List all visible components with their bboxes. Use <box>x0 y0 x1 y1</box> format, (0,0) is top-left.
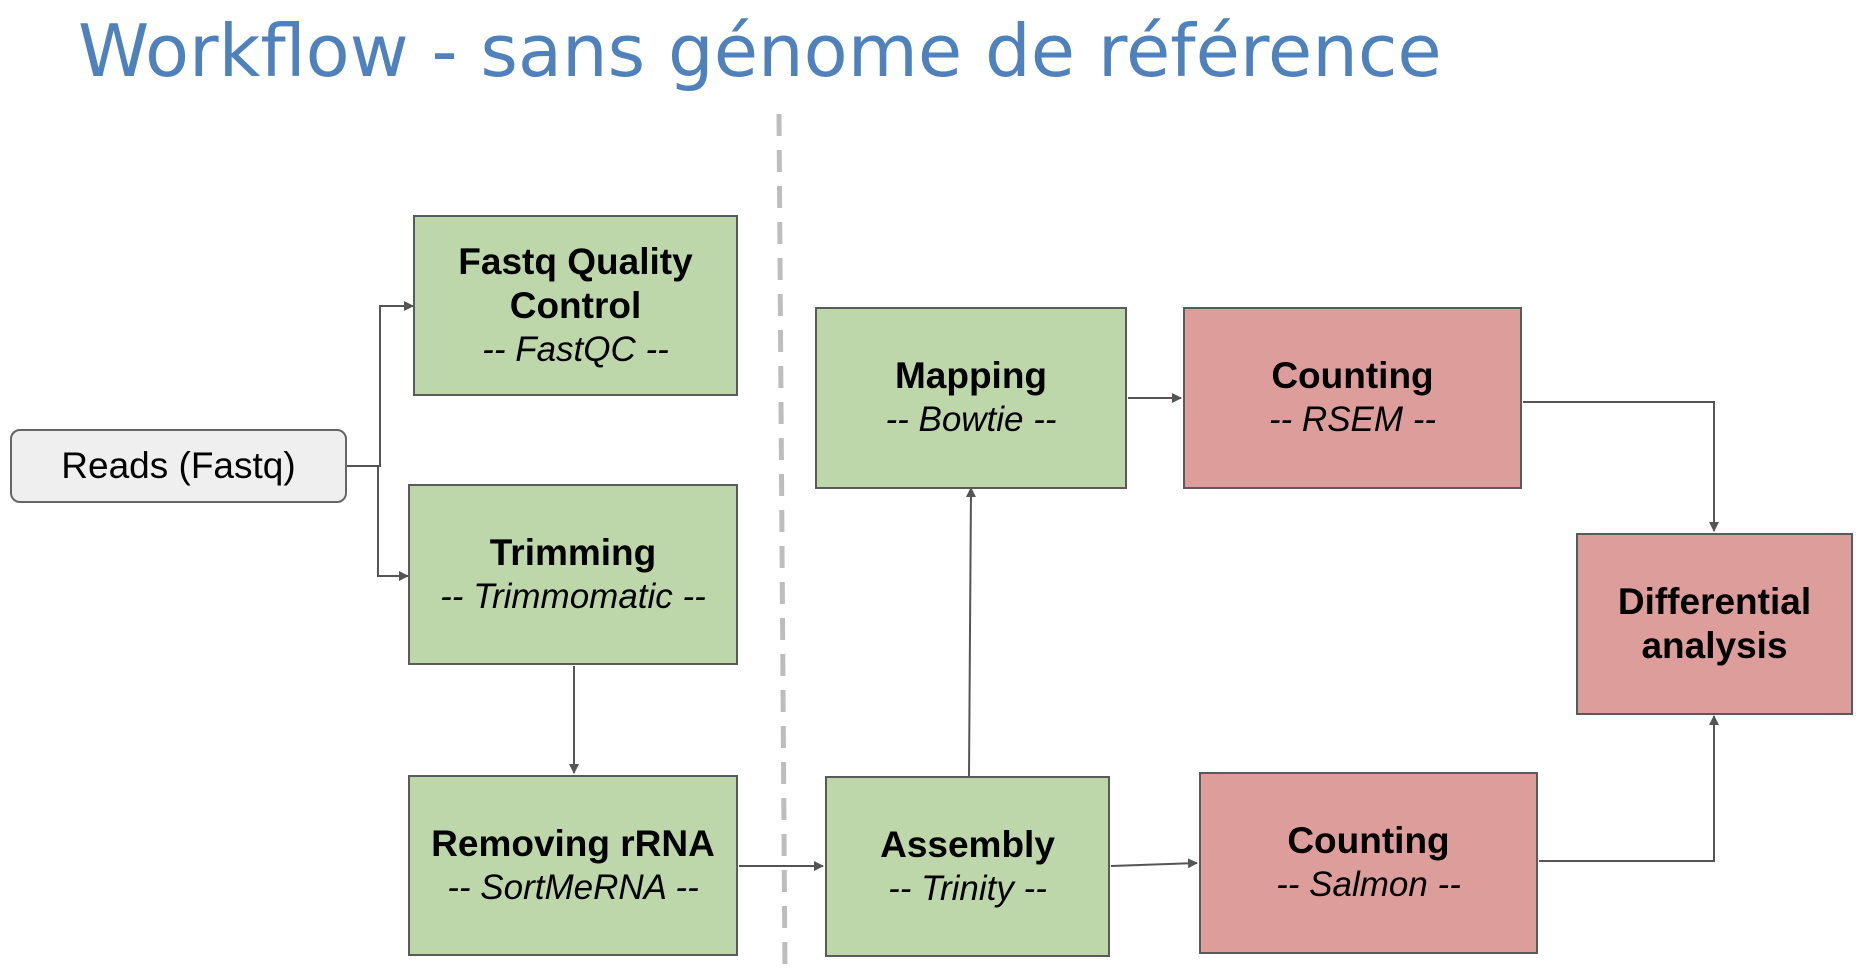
edge-reads-fastqc <box>346 301 414 467</box>
node-reads-label: Reads (Fastq) <box>61 445 296 486</box>
node-counting-salmon-tool: -- Salmon -- <box>1276 865 1461 904</box>
page-title: Workflow - sans génome de référence <box>78 9 1442 93</box>
node-rrna-tool: -- SortMeRNA -- <box>447 867 699 907</box>
node-fastqc-tool: -- FastQC -- <box>482 329 669 369</box>
node-fastqc-label: Fastq Quality Control <box>458 240 693 326</box>
node-counting-salmon: Counting -- Salmon -- <box>1199 772 1538 954</box>
node-trimming-label: Trimming <box>489 531 657 573</box>
edge-assembly-mapping <box>965 487 976 777</box>
edge-assembly-salmon <box>1110 858 1198 869</box>
node-trimming-tool: -- Trimmomatic -- <box>440 576 706 616</box>
node-trimming: Trimming -- Trimmomatic -- <box>408 484 738 665</box>
node-fastqc: Fastq Quality Control -- FastQC -- <box>413 215 738 396</box>
node-rrna: Removing rRNA -- SortMeRNA -- <box>408 775 738 956</box>
node-differential: Differential analysis <box>1576 533 1853 715</box>
node-counting-rsem: Counting -- RSEM -- <box>1183 307 1522 489</box>
node-rrna-label: Removing rRNA <box>431 822 715 864</box>
edge-reads-trimming <box>346 465 409 581</box>
node-counting-rsem-tool: -- RSEM -- <box>1268 400 1437 439</box>
node-mapping: Mapping -- Bowtie -- <box>815 307 1127 489</box>
node-mapping-tool: -- Bowtie -- <box>885 400 1057 439</box>
node-assembly-tool: -- Trinity -- <box>888 868 1047 908</box>
node-mapping-label: Mapping <box>894 355 1048 396</box>
node-reads: Reads (Fastq) <box>10 429 347 503</box>
node-assembly: Assembly -- Trinity -- <box>825 776 1110 957</box>
phase-divider <box>776 113 788 974</box>
node-assembly-label: Assembly <box>880 823 1055 865</box>
node-counting-rsem-label: Counting <box>1271 355 1434 396</box>
edge-salmon-differential <box>1539 715 1719 862</box>
edge-rsem-differential <box>1523 401 1719 532</box>
node-differential-label: Differential analysis <box>1617 581 1812 666</box>
node-counting-salmon-label: Counting <box>1287 820 1450 861</box>
